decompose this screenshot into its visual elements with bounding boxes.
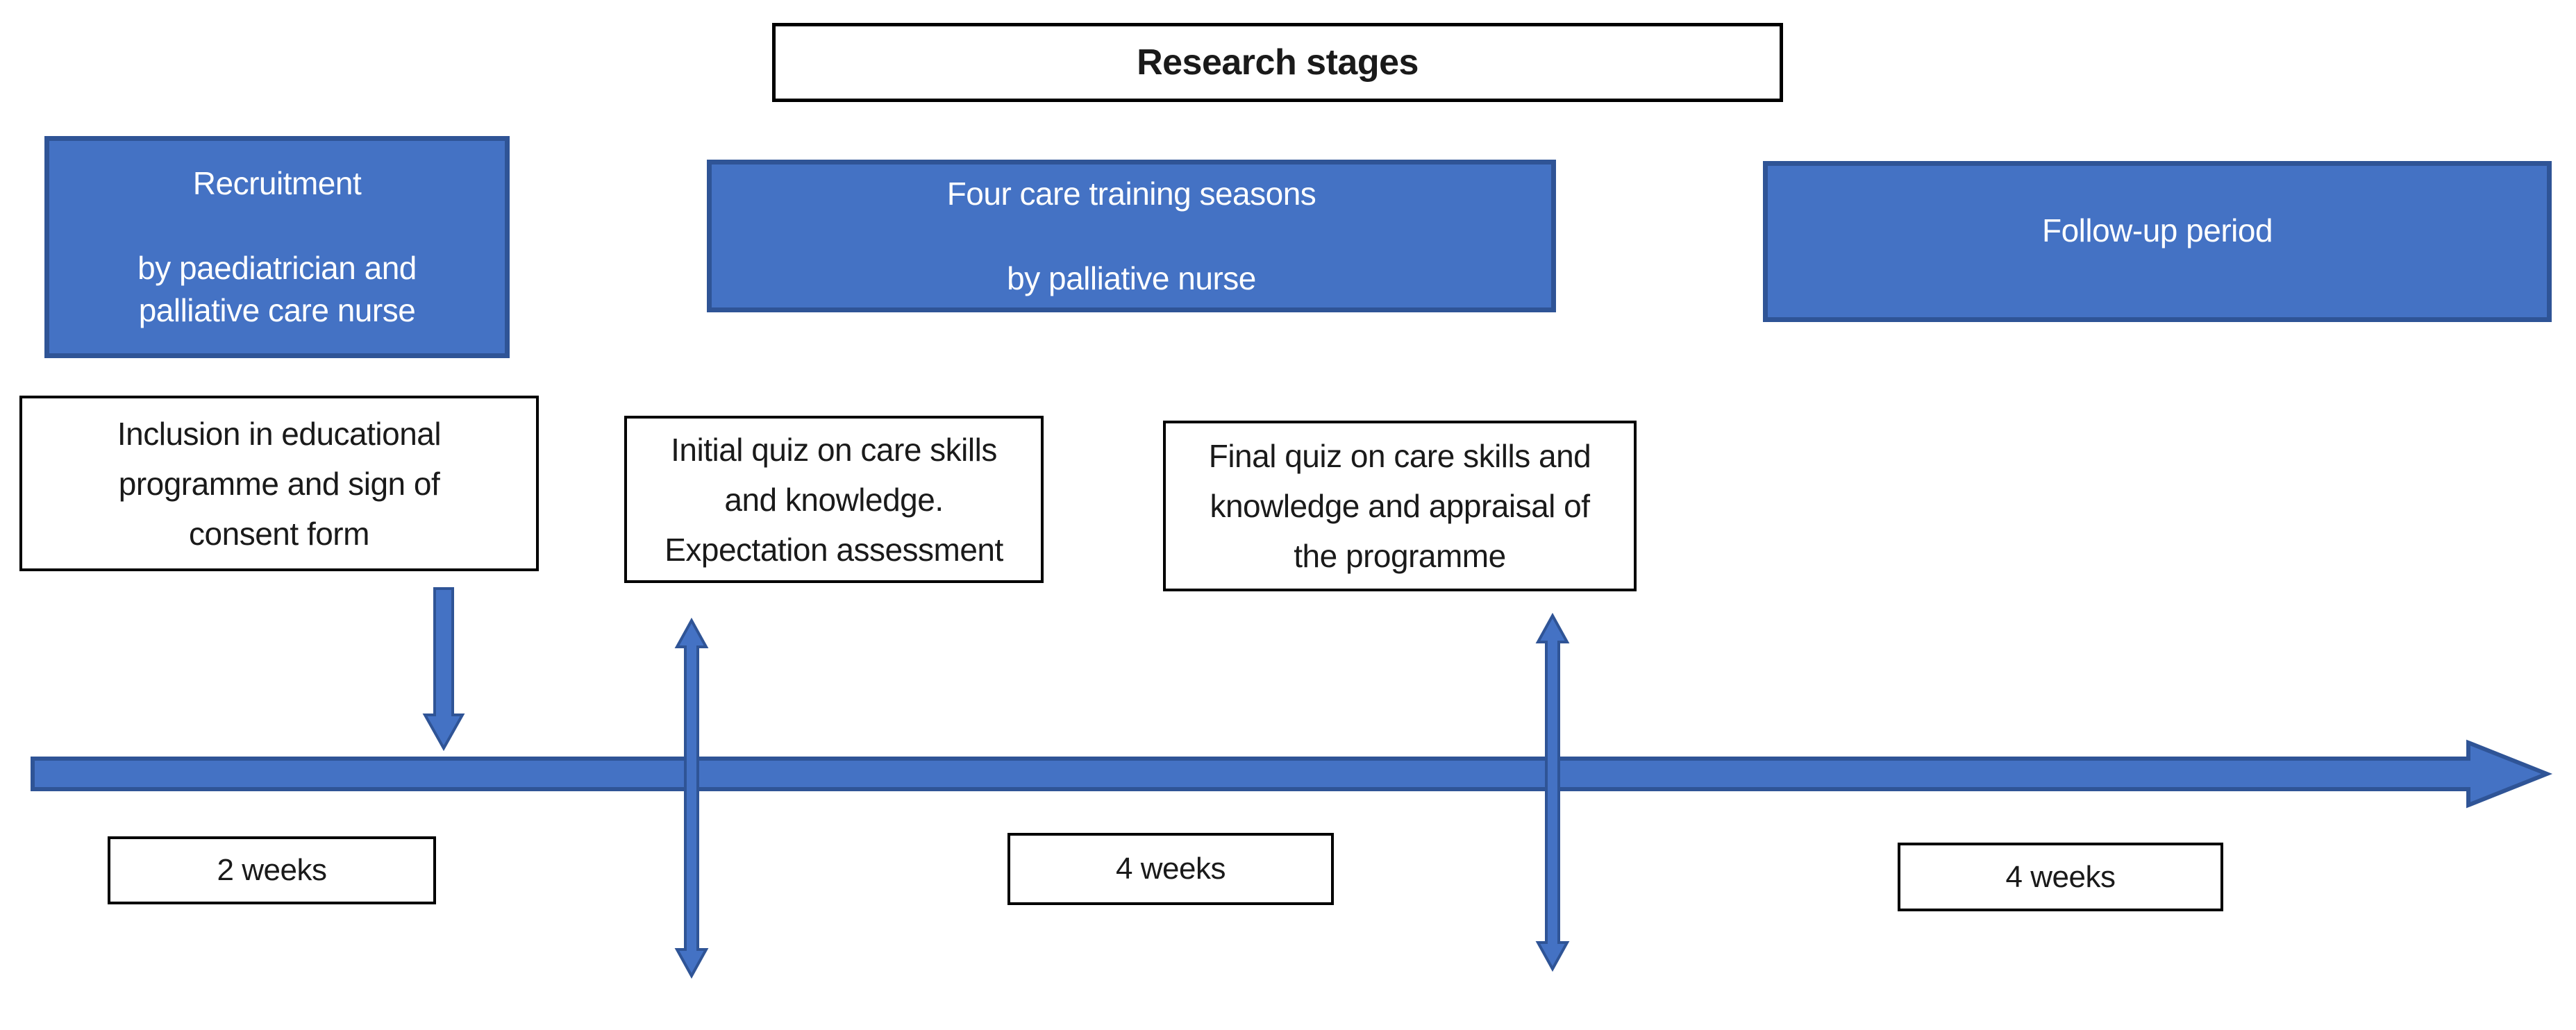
duration-label: 2 weeks (217, 853, 327, 887)
duration-box-follow-up: 4 weeks (1898, 843, 2223, 911)
activity-line: Inclusion in educational (117, 415, 442, 452)
stage-line: Recruitment (192, 165, 362, 201)
activity-line: the programme (1294, 538, 1506, 574)
blank-line (712, 215, 1551, 258)
activity-line: consent form (189, 515, 369, 552)
duration-box-training: 4 weeks (1007, 833, 1334, 905)
activity-box-initial-quiz: Initial quiz on care skills and knowledg… (624, 416, 1044, 583)
stage-box-follow-up: Follow-up period (1763, 161, 2552, 322)
title-box: Research stages (772, 23, 1783, 102)
title-text: Research stages (1137, 42, 1419, 83)
activity-box-final-quiz: Final quiz on care skills and knowledge … (1163, 421, 1637, 591)
stage-line: by palliative nurse (1007, 260, 1256, 296)
activity-line: Final quiz on care skills and (1208, 438, 1591, 474)
activity-line: knowledge and appraisal of (1210, 488, 1590, 524)
down-arrow (422, 587, 465, 752)
blank-line (49, 205, 505, 247)
activity-line: Initial quiz on care skills (671, 431, 997, 468)
stage-line: palliative care nurse (138, 292, 416, 328)
duration-box-recruitment: 2 weeks (108, 836, 436, 904)
stage-box-training: Four care training seasons by palliative… (707, 160, 1556, 312)
timeline-arrow (31, 739, 2553, 809)
stage-box-recruitment: Recruitment by paediatrician and palliat… (44, 136, 510, 358)
stage-line: Four care training seasons (946, 175, 1316, 212)
initial-quiz-double-arrow (674, 617, 709, 979)
activity-line: Expectation assessment (664, 531, 1003, 568)
activity-line: and knowledge. (724, 481, 944, 518)
stage-line: by paediatrician and (137, 250, 417, 286)
activity-box-inclusion: Inclusion in educational programme and s… (19, 396, 539, 571)
activity-line: programme and sign of (118, 465, 440, 502)
duration-label: 4 weeks (2005, 859, 2116, 894)
final-quiz-double-arrow (1535, 612, 1570, 972)
stage-line: Follow-up period (2041, 212, 2273, 248)
duration-label: 4 weeks (1116, 852, 1226, 886)
